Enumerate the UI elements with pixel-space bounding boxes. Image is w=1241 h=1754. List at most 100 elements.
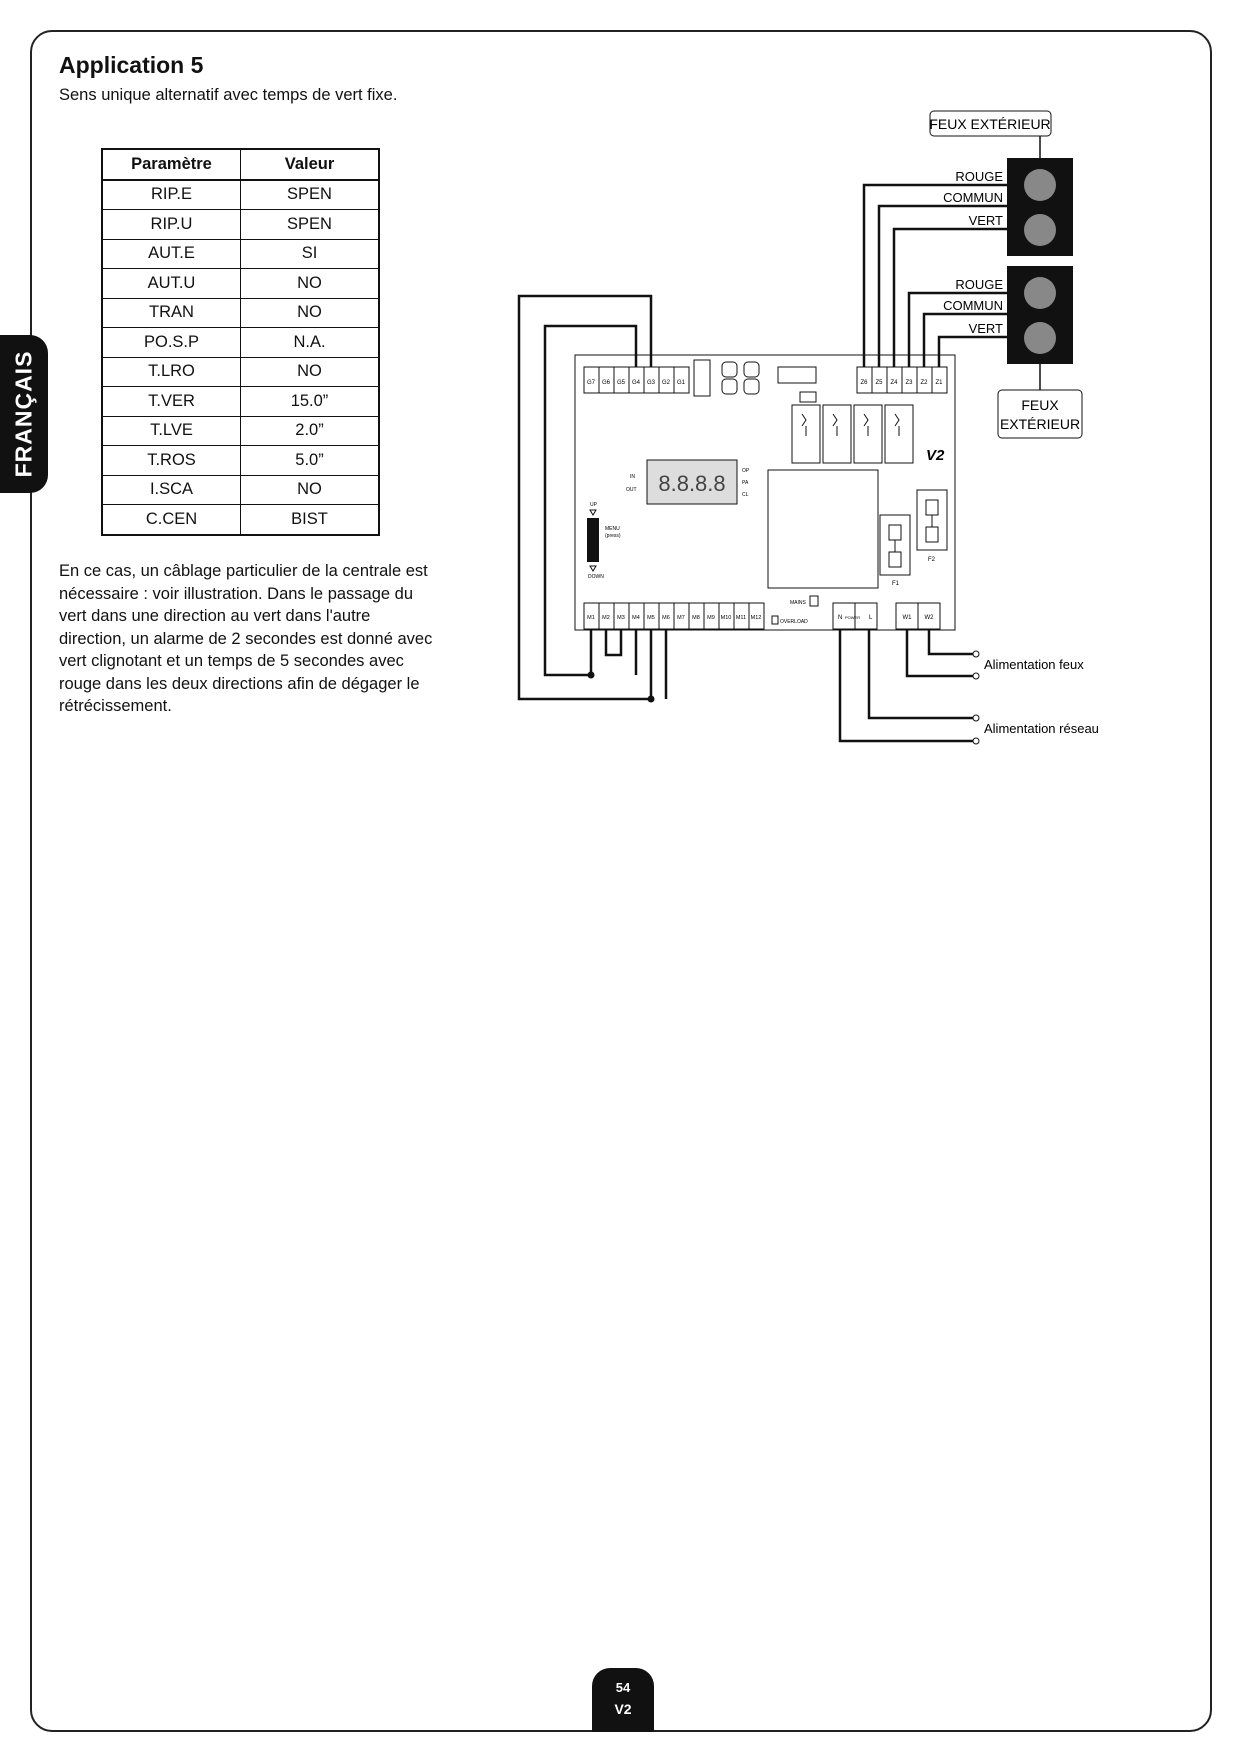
terminal-label: M11 bbox=[736, 615, 746, 621]
value-cell: SPEN bbox=[240, 179, 380, 210]
terminal-label: Z1 bbox=[935, 380, 943, 386]
value-cell: NO bbox=[240, 297, 380, 328]
terminal-label: G5 bbox=[617, 380, 626, 386]
terminal-label: M8 bbox=[692, 615, 700, 621]
terminal-label: M1 bbox=[587, 615, 595, 621]
terminal-label: M10 bbox=[721, 615, 732, 621]
terminal-label: M3 bbox=[617, 615, 625, 621]
overload-label: OVERLOAD bbox=[780, 619, 808, 625]
terminal-label: G6 bbox=[602, 380, 611, 386]
param-cell: T.LRO bbox=[101, 356, 241, 387]
section-intro: Sens unique alternatif avec temps de ver… bbox=[59, 86, 398, 104]
feux-top-label: FEUX EXTÉRIEUR bbox=[929, 116, 1050, 132]
description-text: En ce cas, un câblage particulier de la … bbox=[59, 562, 433, 715]
display-label: OUT bbox=[626, 487, 637, 493]
table-header-row: Paramètre Valeur bbox=[101, 148, 380, 181]
param-cell: AUT.E bbox=[101, 238, 241, 269]
param-cell: T.ROS bbox=[101, 445, 241, 476]
page-number: 54 bbox=[615, 1680, 631, 1695]
param-cell: AUT.U bbox=[101, 268, 241, 299]
menu-down-label: DOWN bbox=[588, 574, 604, 580]
light-wiring bbox=[862, 183, 1007, 367]
terminal-label: W1 bbox=[903, 615, 913, 621]
chip-component bbox=[799, 391, 817, 403]
page-number-tab: 54 V2 bbox=[592, 1668, 654, 1732]
terminal-label: W2 bbox=[925, 615, 935, 621]
led-component bbox=[743, 361, 760, 378]
value-cell: NO bbox=[240, 474, 380, 505]
menu-sub-label: (press) bbox=[605, 533, 621, 539]
menu-label: MENU bbox=[605, 526, 620, 532]
wiring-diagram: G7 G6 G5 G4 G3 G2 G1 Z6 Z5 Z4 Z3 Z2 Z1 V… bbox=[517, 110, 1099, 745]
param-cell: RIP.U bbox=[101, 209, 241, 240]
param-cell: T.VER bbox=[101, 386, 241, 417]
header-valeur: Valeur bbox=[240, 148, 380, 181]
terminal-label: M9 bbox=[707, 615, 715, 621]
value-cell: 5.0” bbox=[240, 445, 380, 476]
value-cell: NO bbox=[240, 268, 380, 299]
terminal-label: Z6 bbox=[860, 380, 868, 386]
param-cell: RIP.E bbox=[101, 179, 241, 210]
terminal-label: G1 bbox=[677, 380, 686, 386]
param-cell: C.CEN bbox=[101, 504, 241, 535]
light-label: ROUGE bbox=[955, 277, 1003, 292]
digit-display bbox=[646, 459, 738, 505]
footer-logo: V2 bbox=[614, 1701, 632, 1717]
traffic-light-top: FEUX EXTÉRIEUR ROUGE COMMUN VERT bbox=[929, 110, 1073, 256]
display-label: CL bbox=[742, 492, 749, 498]
param-cell: T.LVE bbox=[101, 415, 241, 446]
z-terminal-block: Z6 Z5 Z4 Z3 Z2 Z1 bbox=[856, 366, 948, 394]
value-cell: SI bbox=[240, 238, 380, 269]
value-cell: SPEN bbox=[240, 209, 380, 240]
fuse-label: F2 bbox=[928, 557, 936, 563]
alim-reseau-label: Alimentation réseau bbox=[984, 721, 1099, 736]
connector-component bbox=[777, 366, 817, 384]
feux-bottom-label: FEUX bbox=[1021, 397, 1059, 413]
language-tab: FRANÇAIS bbox=[0, 335, 48, 493]
g-terminal-block: G7 G6 G5 G4 G3 G2 G1 bbox=[583, 366, 690, 394]
red-light-lamp bbox=[1024, 277, 1056, 309]
display-digits: 8.8.8.8 bbox=[658, 471, 725, 496]
led-component bbox=[721, 361, 738, 378]
traffic-light-bottom: ROUGE COMMUN VERT FEUX EXTÉRIEUR bbox=[943, 266, 1083, 439]
overload-led bbox=[771, 615, 779, 625]
terminal-label: G2 bbox=[662, 380, 671, 386]
terminal-label: N bbox=[838, 615, 842, 621]
value-cell: BIST bbox=[240, 504, 380, 535]
terminal-label: M5 bbox=[647, 615, 655, 621]
menu-up-label: UP bbox=[590, 502, 598, 508]
terminal-label: M7 bbox=[677, 615, 685, 621]
relay-component bbox=[693, 359, 711, 397]
mains-label: MAINS bbox=[790, 600, 807, 606]
value-cell: 15.0” bbox=[240, 386, 380, 417]
power-wiring bbox=[838, 629, 975, 743]
section-title: Application 5 bbox=[59, 52, 204, 78]
terminal-label: G7 bbox=[587, 380, 596, 386]
terminal-label: M12 bbox=[751, 615, 762, 621]
language-label: FRANÇAIS bbox=[10, 350, 37, 478]
value-cell: NO bbox=[240, 356, 380, 387]
green-light-lamp bbox=[1024, 214, 1056, 246]
menu-button-strip bbox=[587, 518, 599, 562]
light-label: COMMUN bbox=[943, 190, 1003, 205]
m-terminal-block: M1 M2 M3 M4 M5 M6 M7 M8 M9 M10 M11 M12 bbox=[583, 602, 765, 630]
brand-logo: V2 bbox=[926, 447, 945, 464]
display-label: OP bbox=[742, 468, 750, 474]
mains-led bbox=[809, 595, 819, 607]
terminal-label: G3 bbox=[647, 380, 656, 386]
down-arrow-icon bbox=[589, 565, 597, 572]
param-cell: PO.S.P bbox=[101, 327, 241, 358]
display-label: IN bbox=[630, 474, 635, 480]
alim-feux-label: Alimentation feux bbox=[984, 657, 1084, 672]
value-cell: N.A. bbox=[240, 327, 380, 358]
terminal-label: L bbox=[869, 615, 873, 621]
up-arrow-icon bbox=[589, 509, 597, 516]
control-board bbox=[574, 354, 956, 631]
